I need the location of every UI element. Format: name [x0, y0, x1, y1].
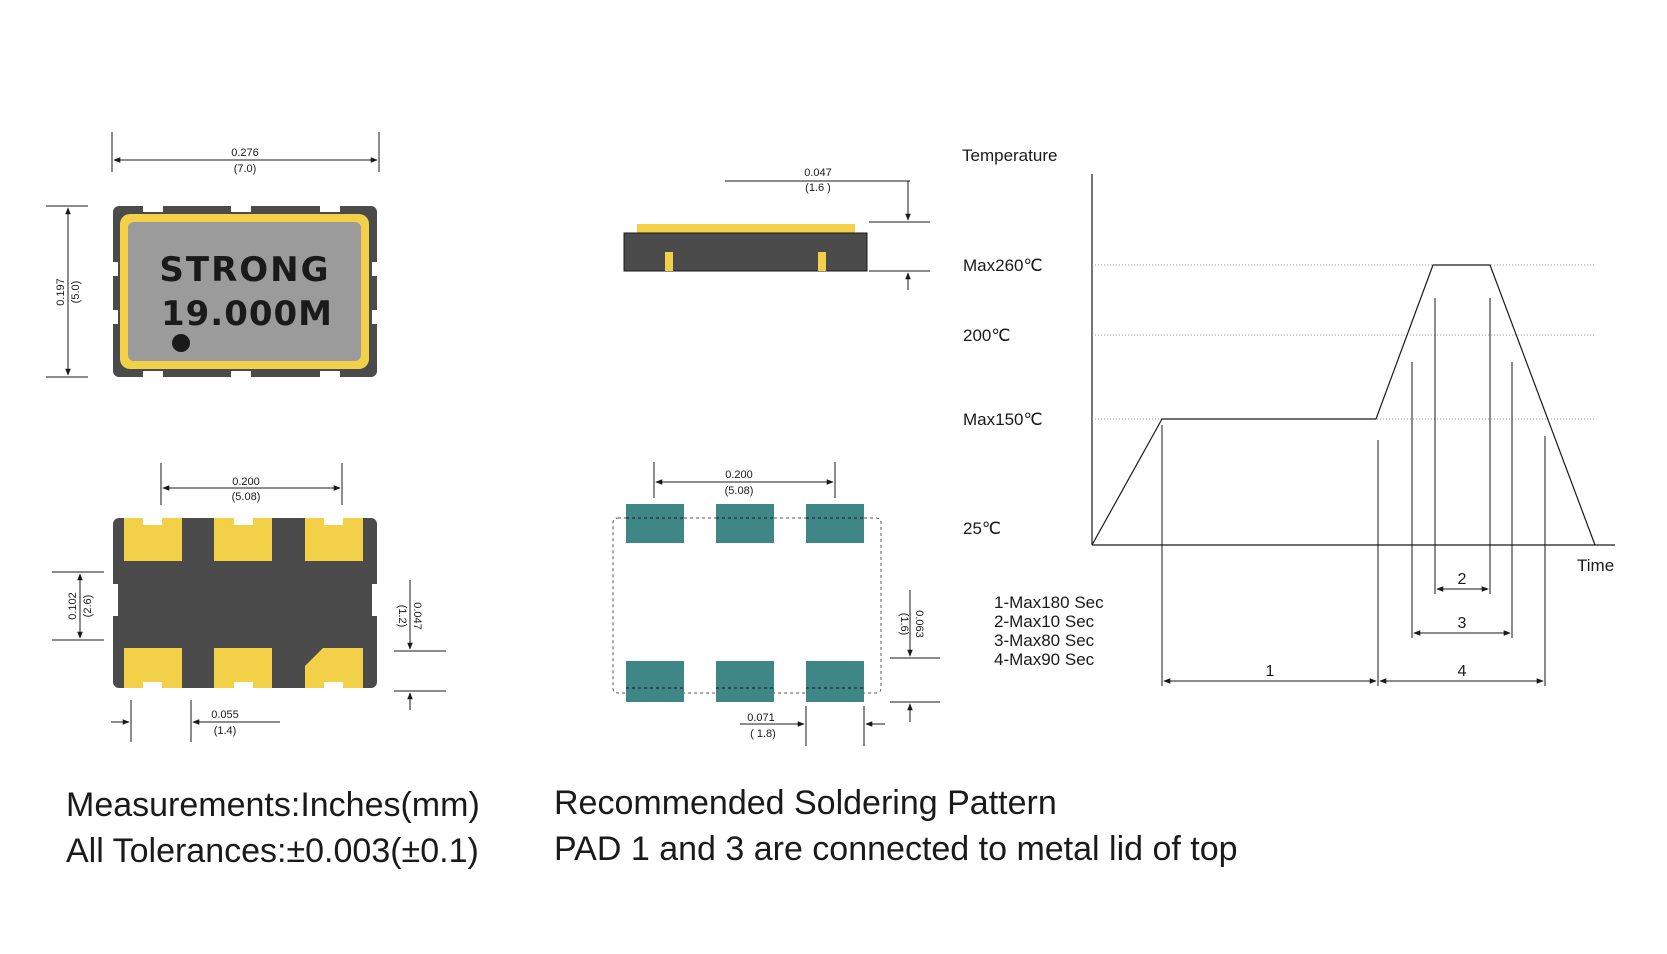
bottom-pad-5: [214, 648, 272, 688]
tolerance-note: All Tolerances:±0.003(±0.1): [66, 832, 479, 870]
pin1-dot-icon: [172, 334, 190, 352]
soldering-pattern-title: Recommended Soldering Pattern: [554, 784, 1057, 822]
bottom-view: 0.200 (5.08) 0.102 (2.6) 0.047 (1.2): [52, 463, 446, 742]
legend-item-4: 4-Max90 Sec: [994, 650, 1095, 669]
pad-width-inch: 0.055: [211, 709, 239, 721]
land-pitch-mm: (5.08): [725, 485, 754, 497]
temp-label-200: 200℃: [963, 326, 1010, 345]
profile-curve: [1091, 264, 1596, 546]
bottom-pad-4: [124, 648, 182, 688]
pad-width-mm: (1.4): [214, 725, 237, 737]
top-height-inch: 0.197: [55, 278, 67, 306]
x-axis-label: Time: [1577, 556, 1614, 575]
side-thickness-mm: (1.6 ): [805, 182, 831, 194]
bottom-pad-2: [214, 518, 272, 561]
segment-label-3: 3: [1458, 615, 1467, 632]
land-pattern: 0.200 (5.08) 0.063 (1.6) 0.071 ( 1.8): [612, 462, 940, 746]
temp-label-25: 25℃: [963, 519, 1001, 538]
land-pad-3: [806, 504, 864, 543]
bottom-pitch-mm: (5.08): [232, 491, 261, 503]
reflow-profile: Temperature Time Max260℃ 200℃ Max150℃ 25…: [962, 146, 1615, 686]
metal-lid: [128, 222, 361, 361]
land-pitch-inch: 0.200: [725, 469, 753, 481]
legend-item-2: 2-Max10 Sec: [994, 612, 1095, 631]
segment-label-4: 4: [1458, 663, 1467, 680]
temp-label-150: Max150℃: [963, 410, 1043, 429]
land-width-mm: ( 1.8): [750, 728, 776, 740]
land-pad-2: [716, 504, 774, 543]
land-pad-1: [626, 504, 684, 543]
land-width-inch: 0.071: [747, 712, 775, 724]
side-thickness-inch: 0.047: [804, 167, 832, 179]
measurements-caption: Measurements:Inches(mm) All Tolerances:±…: [66, 782, 480, 874]
land-pad-4: [626, 661, 684, 702]
pad-length-inch: 0.047: [411, 602, 423, 630]
land-pad-5: [716, 661, 774, 702]
bottom-pad-1: [124, 518, 182, 561]
side-lid: [637, 224, 855, 233]
package-outline: [612, 517, 882, 694]
pad-height-inch: 0.102: [67, 592, 79, 620]
side-view: 0.047 (1.6 ): [623, 167, 930, 290]
top-height-mm: (5.0): [70, 281, 82, 304]
bottom-pad-6: [305, 648, 363, 688]
legend-item-1: 1-Max180 Sec: [994, 593, 1104, 612]
soldering-caption: Recommended Soldering Pattern PAD 1 and …: [554, 780, 1238, 872]
marking-frequency: 19.000M: [161, 294, 333, 334]
top-width-mm: (7.0): [234, 163, 257, 175]
side-body: [623, 232, 868, 272]
temp-label-260: Max260℃: [963, 256, 1043, 275]
segment-label-1: 1: [1266, 663, 1275, 680]
land-length-inch: 0.063: [913, 610, 925, 638]
bottom-pitch-inch: 0.200: [232, 476, 260, 488]
pad-height-mm: (2.6): [82, 595, 94, 618]
top-width-inch: 0.276: [231, 147, 259, 159]
land-length-mm: (1.6): [898, 613, 910, 636]
land-pad-6: [806, 661, 864, 702]
top-view: 0.276 (7.0) 0.197 (5.0) STRONG 19.000M: [46, 132, 380, 378]
segment-label-2: 2: [1458, 571, 1467, 588]
legend-item-3: 3-Max80 Sec: [994, 631, 1095, 650]
bottom-pad-3: [305, 518, 363, 561]
pad-note: PAD 1 and 3 are connected to metal lid o…: [554, 830, 1238, 868]
y-axis-label: Temperature: [962, 146, 1057, 165]
pad-length-mm: (1.2): [396, 605, 408, 628]
measurements-note: Measurements:Inches(mm): [66, 786, 480, 824]
marking-brand: STRONG: [159, 250, 330, 290]
